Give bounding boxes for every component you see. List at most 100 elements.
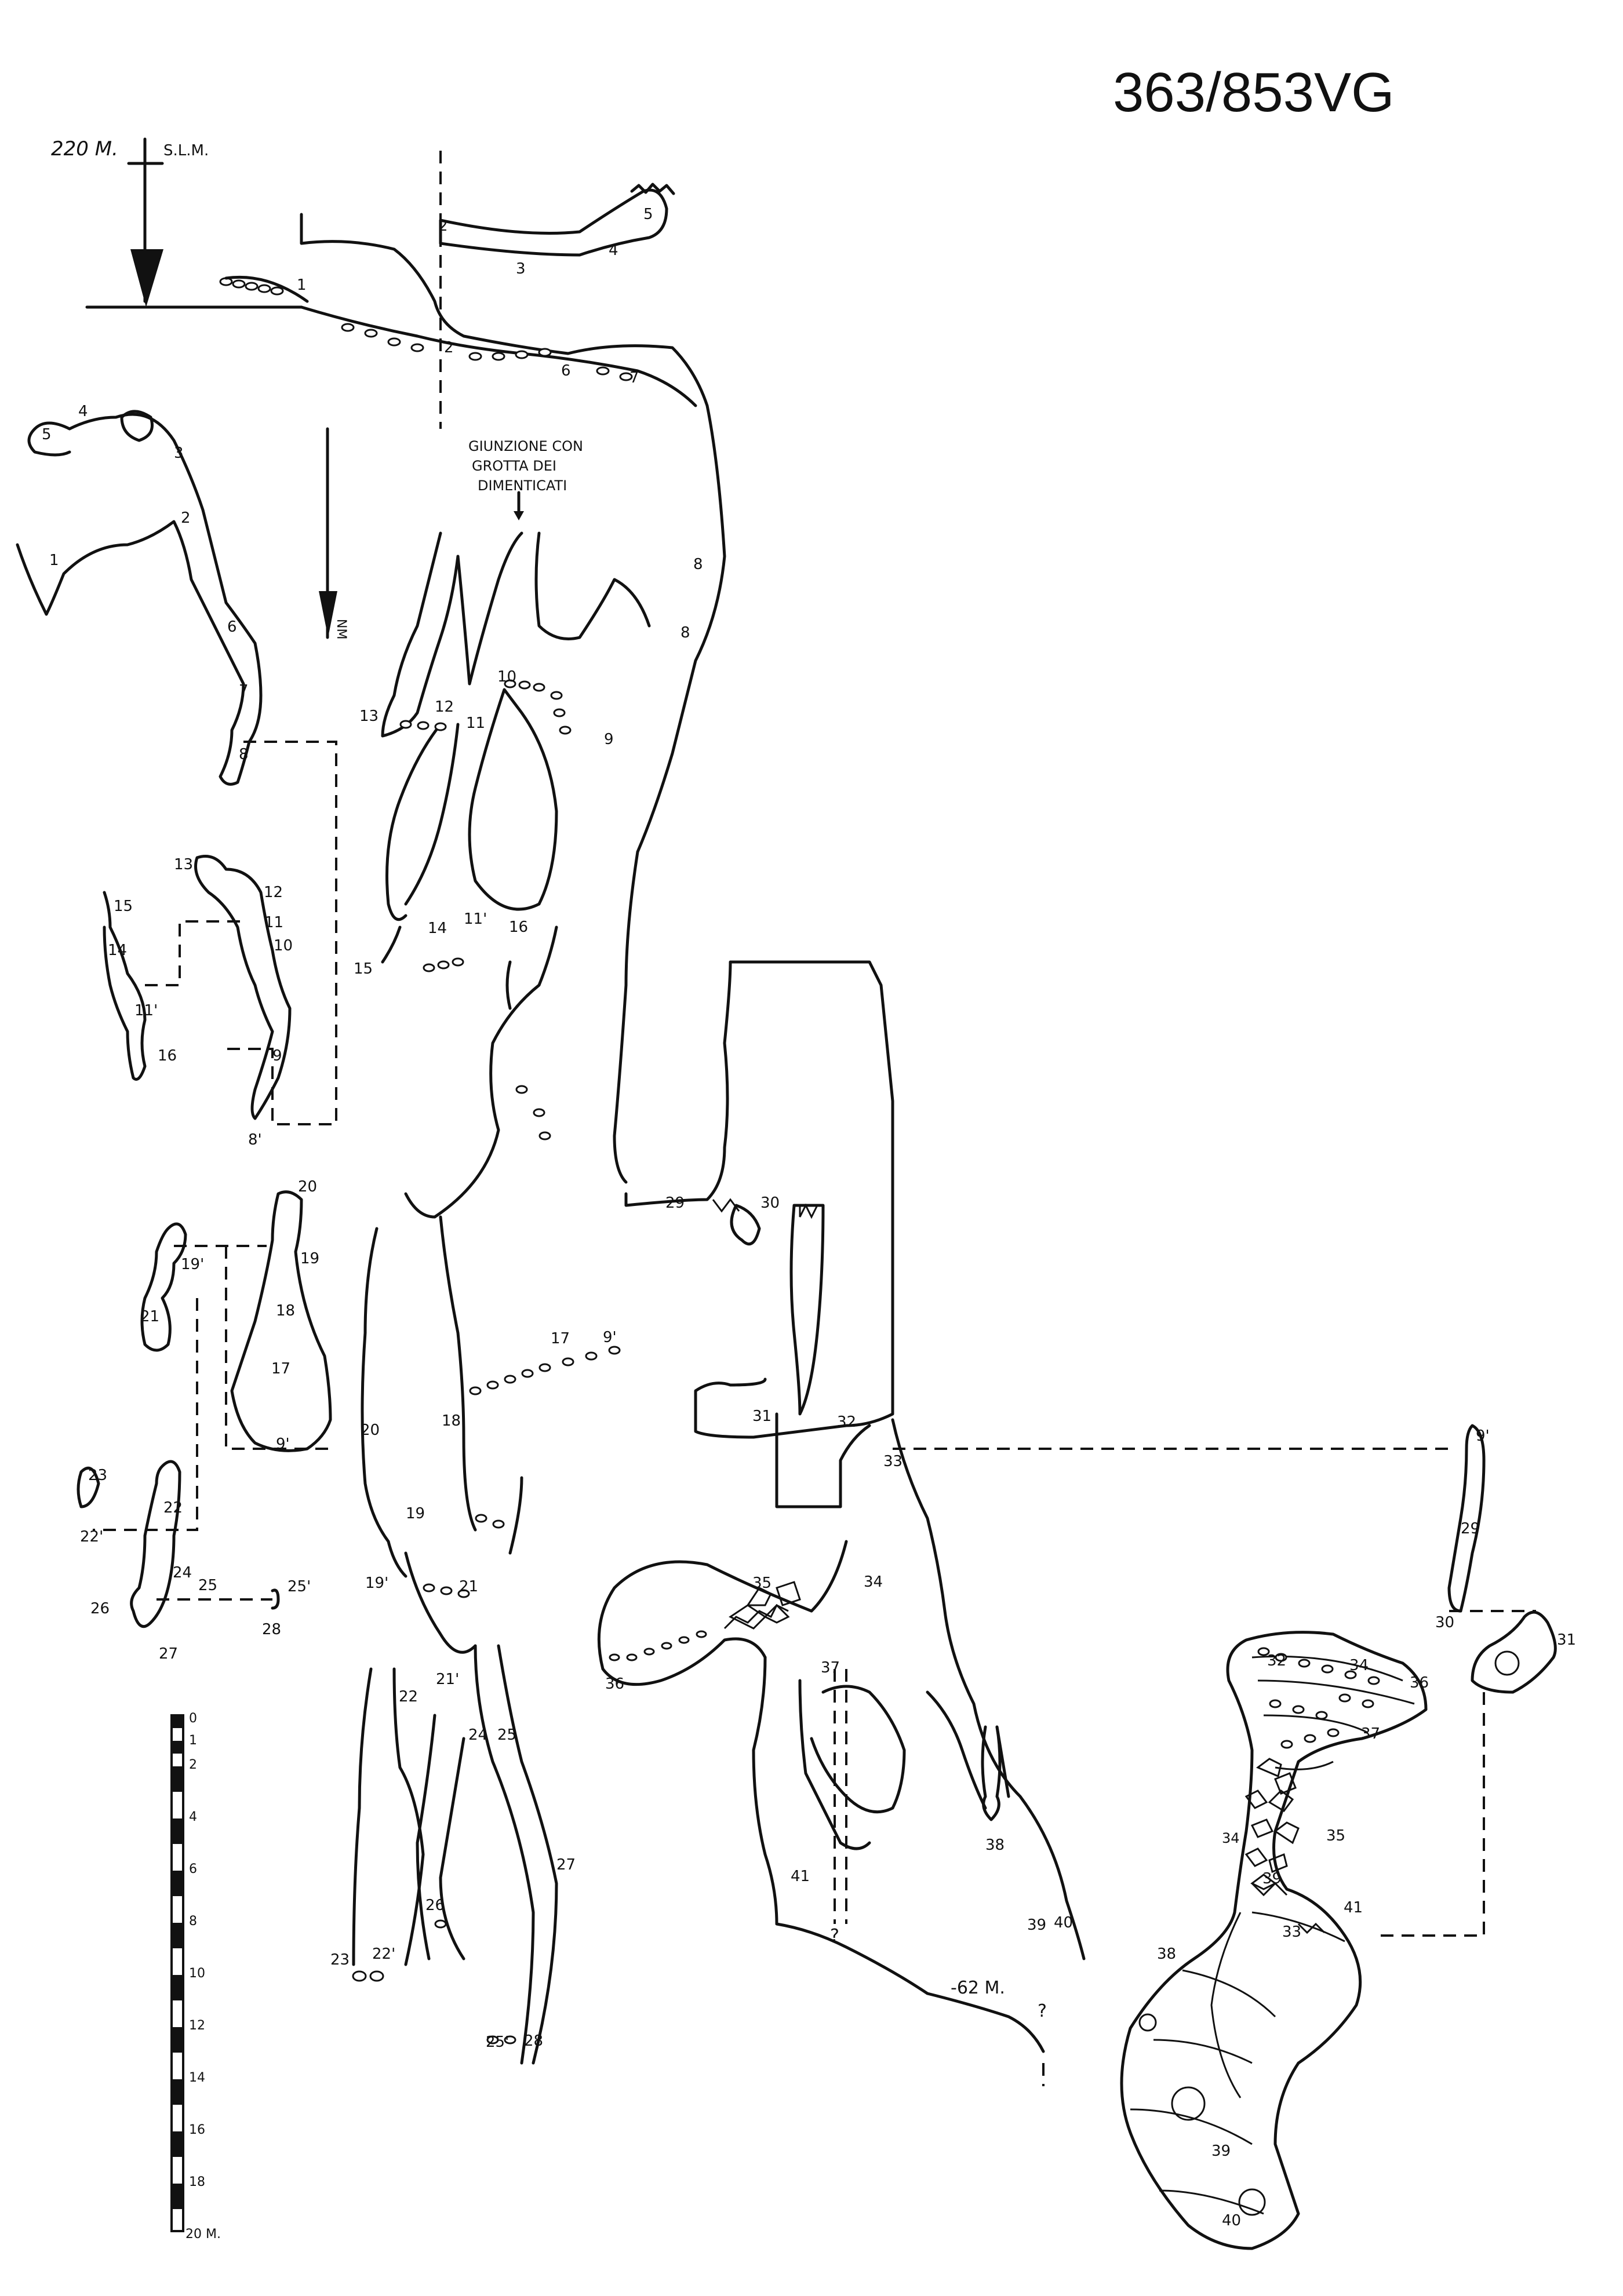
- profile-station-15: 15: [354, 960, 373, 978]
- scale-label-0: 0: [189, 1711, 197, 1726]
- scale-label-18: 18: [189, 2175, 205, 2189]
- right-station-33: 33: [1282, 1923, 1301, 1941]
- profile-right-chamber: [597, 960, 1086, 2086]
- profile-station-39: 39: [1027, 1916, 1046, 1934]
- scale-label-16: 16: [189, 2123, 205, 2137]
- profile-station-35: 35: [752, 1575, 772, 1592]
- profile-station-28: 28: [524, 2032, 543, 2050]
- plan-left-middle: [103, 855, 292, 1120]
- right-station-31: 31: [1557, 1631, 1576, 1649]
- profile-station-25: 25: [497, 1726, 516, 1744]
- station-21: 21: [140, 1308, 159, 1325]
- station-9: 9: [272, 1047, 282, 1065]
- station-19p: 19': [181, 1256, 204, 1273]
- profile-station-5: 5: [643, 206, 653, 223]
- profile-station-36: 36: [605, 1675, 624, 1693]
- station-11: 11: [264, 914, 283, 931]
- north-arrow-icon: NM: [319, 427, 348, 639]
- profile-station-9p: 9': [603, 1329, 617, 1346]
- profile-station-24: 24: [468, 1726, 487, 1744]
- question-mark-2: ?: [1038, 2001, 1047, 2021]
- right-station-41: 41: [1344, 1899, 1363, 1916]
- scale-label-14: 14: [189, 2071, 205, 2085]
- right-station-9p: 9': [1476, 1427, 1490, 1445]
- profile-main-shafts: [352, 531, 651, 2065]
- station-23: 23: [88, 1467, 107, 1484]
- scale-label-1: 1: [189, 1733, 197, 1748]
- profile-station-41: 41: [791, 1868, 810, 1885]
- plan-right-sections: [893, 1424, 1557, 2250]
- station-11p: 11': [134, 1002, 158, 1019]
- station-25: 25: [198, 1577, 217, 1594]
- station-18: 18: [276, 1302, 295, 1320]
- profile-station-23: 23: [330, 1951, 350, 1969]
- station-5: 5: [42, 426, 52, 443]
- profile-station-26: 26: [425, 1897, 445, 1914]
- profile-station-14: 14: [428, 920, 447, 937]
- station-24: 24: [173, 1564, 192, 1581]
- right-station-35: 35: [1326, 1827, 1345, 1845]
- station-16: 16: [158, 1047, 177, 1065]
- scale-label-10: 10: [189, 1966, 205, 1981]
- station-25p: 25': [288, 1578, 311, 1595]
- cave-catalog-code: 363/853VG: [1113, 61, 1395, 123]
- station-15: 15: [114, 898, 133, 915]
- question-mark-1: ?: [830, 1926, 839, 1946]
- profile-station-29: 29: [665, 1194, 685, 1212]
- profile-station-31: 31: [752, 1408, 772, 1425]
- profile-station-3: 3: [516, 260, 526, 278]
- profile-station-11: 11: [466, 715, 485, 732]
- profile-station-6: 6: [561, 362, 571, 380]
- profile-station-20: 20: [361, 1422, 380, 1439]
- station-22: 22: [163, 1499, 183, 1517]
- profile-station-12: 12: [435, 698, 454, 716]
- station-2: 2: [181, 509, 191, 527]
- profile-station-21p: 21': [436, 1671, 459, 1688]
- plan-left-lower: [77, 1190, 332, 1628]
- station-28: 28: [262, 1621, 281, 1638]
- station-1: 1: [49, 552, 59, 569]
- station-14: 14: [108, 942, 127, 959]
- profile-station-13: 13: [359, 708, 379, 725]
- profile-station-25p: 25': [486, 2033, 509, 2051]
- profile-station-22: 22: [399, 1688, 418, 1705]
- station-8: 8: [239, 746, 249, 763]
- scale-label-2: 2: [189, 1758, 197, 1772]
- profile-station-27: 27: [556, 1856, 576, 1874]
- station-17: 17: [271, 1360, 290, 1377]
- station-20: 20: [298, 1178, 317, 1196]
- profile-station-11p: 11': [464, 910, 487, 928]
- profile-station-2-top: 2: [438, 217, 448, 235]
- north-label: NM: [334, 619, 348, 639]
- profile-upper-gallery: [219, 151, 726, 854]
- scale-label-12: 12: [189, 2018, 205, 2033]
- station-13: 13: [174, 856, 193, 873]
- junction-note-line-1: GIUNZIONE CON: [468, 438, 583, 454]
- profile-station-4: 4: [609, 242, 618, 259]
- station-10: 10: [274, 937, 293, 954]
- profile-station-34: 34: [864, 1573, 883, 1591]
- profile-station-37: 37: [821, 1659, 840, 1677]
- profile-station-33: 33: [883, 1453, 903, 1470]
- profile-station-7: 7: [629, 369, 639, 387]
- right-station-40: 40: [1222, 2212, 1241, 2229]
- station-3: 3: [174, 444, 184, 462]
- junction-note-line-2: GROTTA DEI: [472, 458, 556, 474]
- plan-left-upper: [16, 410, 337, 1125]
- right-station-36: 36: [1410, 1674, 1429, 1692]
- profile-station-21: 21: [459, 1578, 478, 1595]
- right-station-34b: 34: [1222, 1830, 1240, 1846]
- profile-station-30: 30: [760, 1194, 780, 1212]
- junction-note-line-3: DIMENTICATI: [478, 478, 567, 494]
- plan-station-labels: 1 2 3 4 5 6 7 8 8' 9 10 11 12 13 14 15 1…: [42, 403, 319, 1663]
- scale-label-8: 8: [189, 1914, 197, 1929]
- right-station-32: 32: [1267, 1652, 1286, 1670]
- depth-label: -62 M.: [951, 1978, 1005, 1998]
- profile-station-18: 18: [442, 1412, 461, 1430]
- station-8p: 8': [248, 1131, 262, 1149]
- right-station-29: 29: [1461, 1520, 1480, 1537]
- elevation-marker: 220 M. S.L.M.: [51, 137, 303, 309]
- profile-station-2: 2: [444, 339, 454, 356]
- right-station-30: 30: [1435, 1614, 1454, 1631]
